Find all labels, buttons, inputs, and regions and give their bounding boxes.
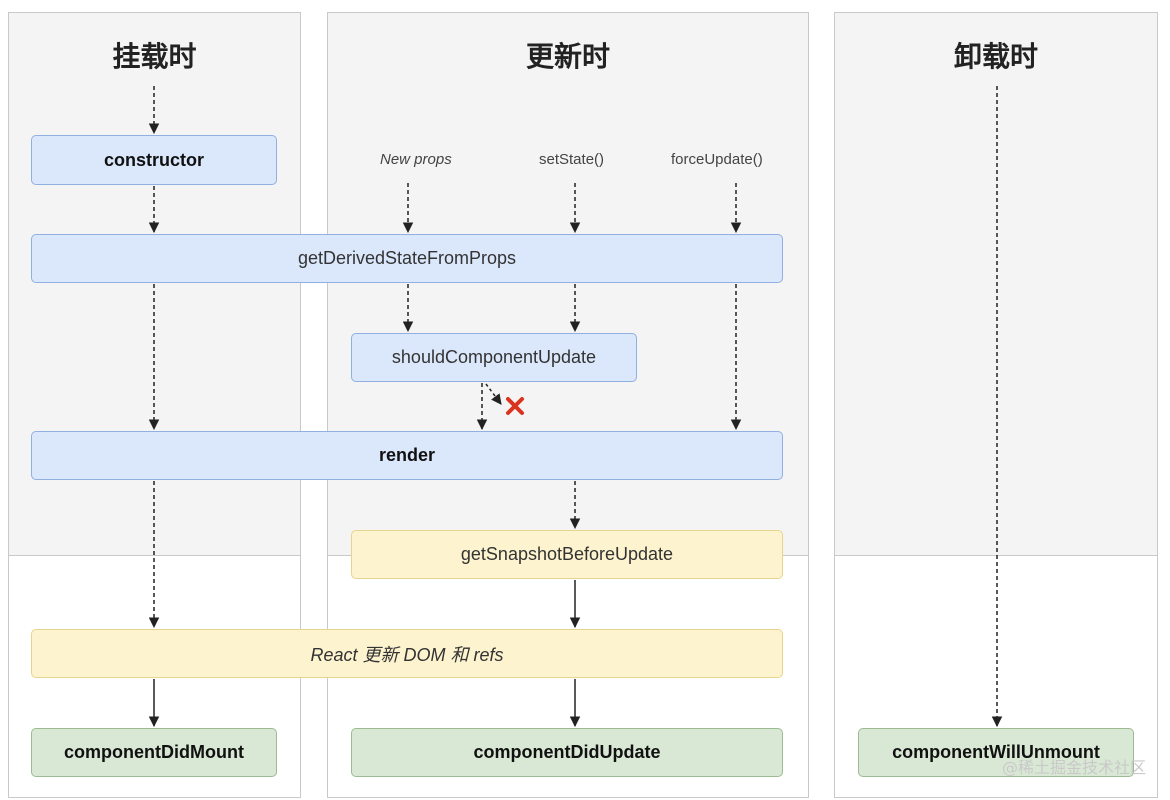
trigger-set-state: setState() xyxy=(539,151,605,168)
should-component-update-box: shouldComponentUpdate xyxy=(351,333,637,382)
unmount-column: 卸载时 xyxy=(834,12,1158,798)
trigger-force-update: forceUpdate() xyxy=(671,151,763,168)
trigger-new-props: New props xyxy=(380,151,452,168)
component-did-update-box: componentDidUpdate xyxy=(351,728,783,777)
component-did-mount-box: componentDidMount xyxy=(31,728,277,777)
unmount-column-render-area xyxy=(835,13,1157,556)
get-derived-state-from-props-box: getDerivedStateFromProps xyxy=(31,234,783,283)
component-will-unmount-box: componentWillUnmount xyxy=(858,728,1134,777)
react-update-dom-box: React 更新 DOM 和 refs xyxy=(31,629,783,678)
update-column-title: 更新时 xyxy=(525,40,610,73)
unmount-column-title: 卸载时 xyxy=(953,40,1038,73)
cancel-icon xyxy=(506,397,524,415)
arrow-scu-cancel xyxy=(485,383,502,405)
mount-column-title: 挂载时 xyxy=(112,40,197,73)
constructor-box: constructor xyxy=(31,135,277,185)
watermark: @稀土掘金技术社区 xyxy=(1001,758,1146,777)
render-box: render xyxy=(31,431,783,480)
get-snapshot-before-update-box: getSnapshotBeforeUpdate xyxy=(351,530,783,579)
